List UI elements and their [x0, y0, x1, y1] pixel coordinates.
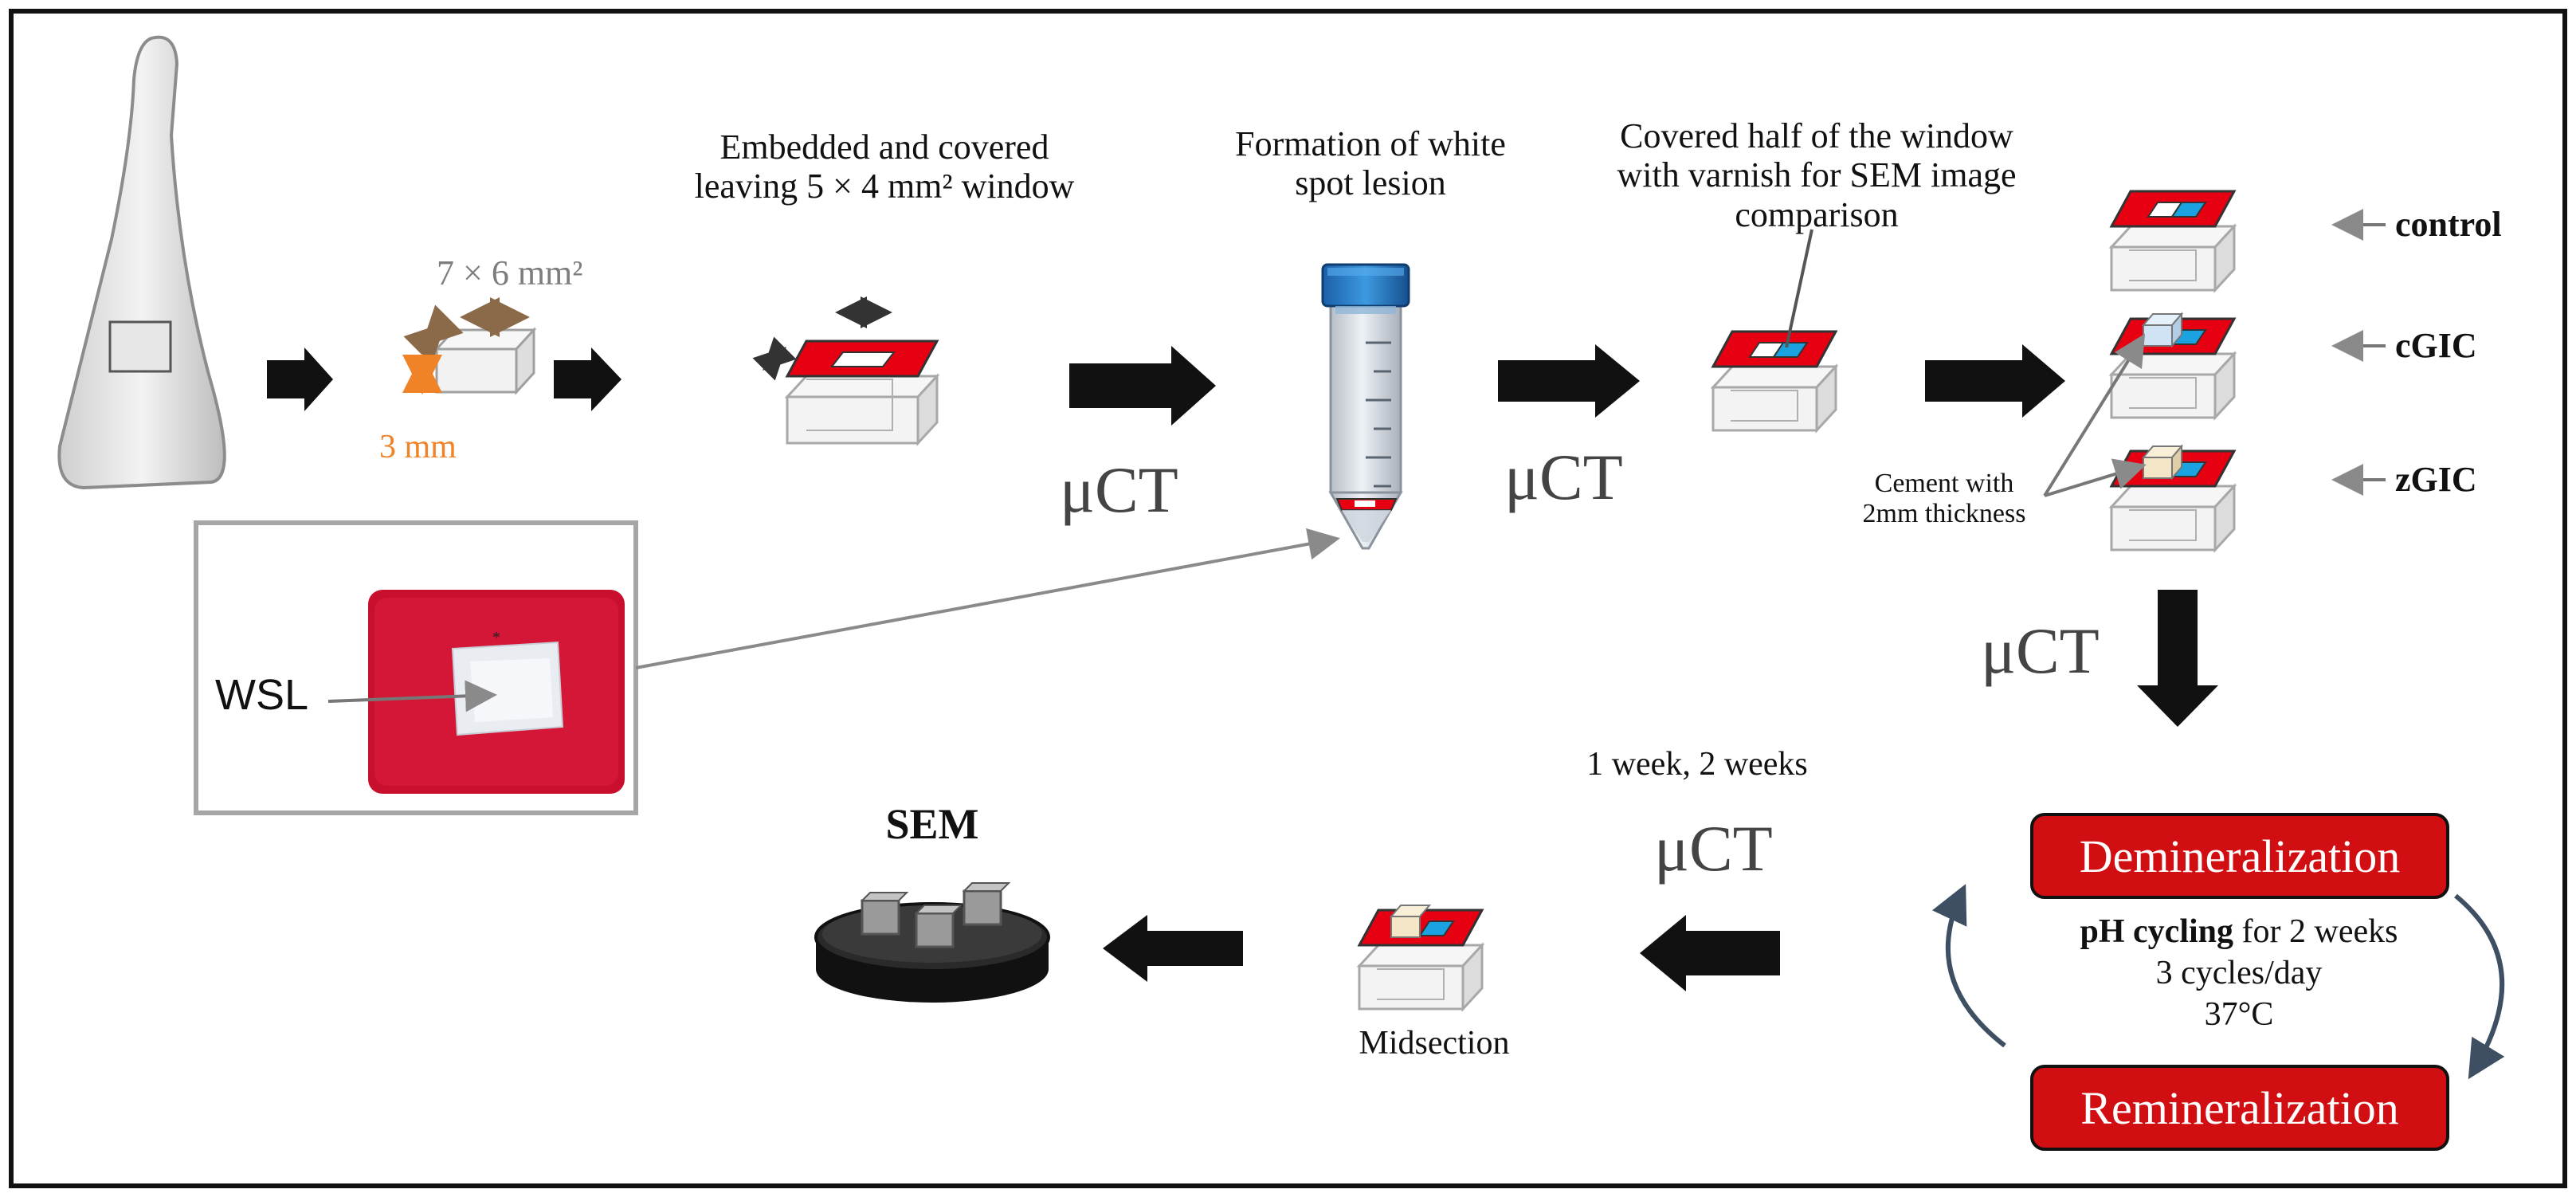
varnished-block	[1710, 229, 1839, 434]
group-block-zgic	[2108, 444, 2237, 553]
embedded-block	[752, 296, 940, 446]
group-label-control: control	[2395, 205, 2502, 244]
falcon-tube	[1321, 263, 1410, 550]
group-block-cgic	[2108, 312, 2237, 421]
block-size-label: 7 × 6 mm²	[437, 253, 583, 292]
process-arrows	[267, 344, 2218, 991]
sem-stub	[814, 882, 1050, 1003]
block-height-label: 3 mm	[379, 429, 457, 465]
micro-ct-label-2: μCT	[1504, 441, 1623, 513]
ph-cycling-duration: for 2 weeks	[2233, 913, 2398, 950]
micro-ct-label-4: μCT	[1654, 812, 1773, 885]
cycles-per-day-label: 3 cycles/day	[2155, 955, 2323, 991]
svg-text:*: *	[492, 629, 500, 646]
wsl-inset: *	[194, 520, 1340, 815]
ph-cycling-label: pH cycling for 2 weeks	[2008, 913, 2470, 951]
enamel-block	[402, 297, 537, 395]
group-pointers	[2043, 209, 2386, 497]
timepoints-label: 1 week, 2 weeks	[1586, 746, 1808, 783]
remineralization-box: Remineralization	[2030, 1065, 2449, 1151]
group-block-control	[2108, 190, 2237, 293]
micro-ct-label-1: μCT	[1060, 453, 1178, 526]
outer-frame	[9, 9, 2567, 1188]
group-label-zgic: zGIC	[2395, 460, 2477, 499]
group-label-cgic: cGIC	[2395, 326, 2477, 365]
cycling-arrows	[1931, 884, 2505, 1080]
midsection-block	[1356, 905, 1485, 1012]
ph-cycling-bold: pH cycling	[2080, 913, 2234, 950]
sem-title: SEM	[885, 800, 979, 848]
wsl-label: WSL	[215, 671, 309, 719]
micro-ct-label-3: μCT	[1981, 614, 2100, 687]
midsection-label: Midsection	[1359, 1025, 1510, 1062]
tooth-illustration	[57, 35, 226, 490]
temperature-label: 37°C	[2204, 996, 2274, 1033]
demineralization-box: Demineralization	[2030, 813, 2449, 899]
